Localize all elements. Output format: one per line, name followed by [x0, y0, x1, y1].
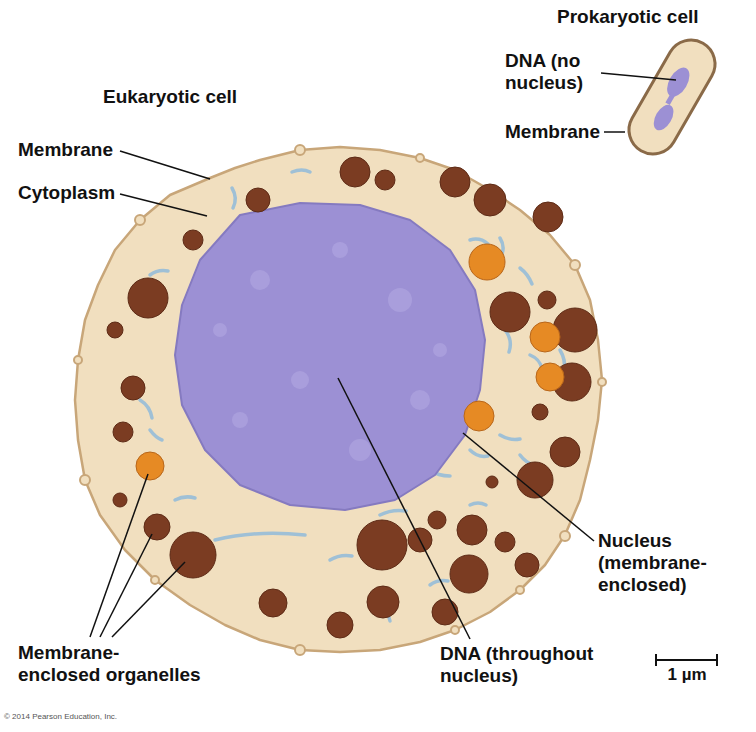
nucleus	[175, 203, 485, 510]
part-label: Membrane	[18, 139, 118, 161]
part-label: DNA (throughout nucleus)	[440, 643, 610, 687]
part-label: Membrane	[505, 121, 605, 143]
chromatin-texture	[213, 242, 447, 461]
er-fragments	[140, 170, 565, 621]
leader-lines	[90, 73, 676, 639]
membrane-ruffles	[74, 145, 606, 655]
eukaryotic-cell	[75, 147, 602, 652]
part-label: Nucleus (membrane-enclosed)	[598, 530, 733, 596]
part-label: Cytoplasm	[18, 182, 118, 204]
scale-label: 1 µm	[646, 665, 728, 685]
part-label: Membrane-enclosed organelles	[18, 642, 201, 686]
cell-title: Prokaryotic cell	[557, 6, 752, 28]
orange-organelles	[136, 244, 564, 480]
scale-bar	[655, 654, 718, 666]
copyright-note: © 2014 Pearson Education, Inc.	[4, 712, 204, 721]
prokaryotic-cell	[620, 31, 724, 162]
organelles	[107, 157, 597, 638]
part-label: DNA (no nucleus)	[505, 50, 625, 94]
cell-title: Eukaryotic cell	[103, 86, 303, 108]
